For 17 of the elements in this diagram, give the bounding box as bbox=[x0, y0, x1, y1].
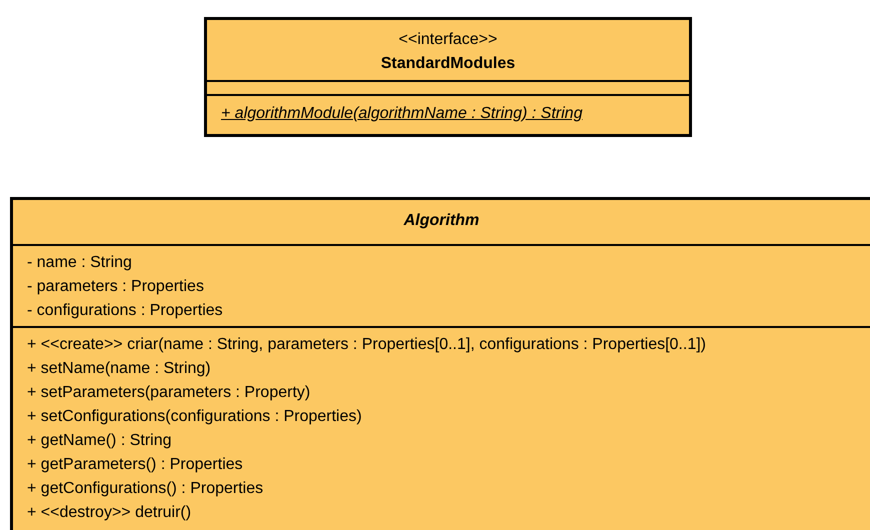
method-text: + setName(name : String) bbox=[27, 360, 211, 377]
attribute-text: - configurations : Properties bbox=[27, 302, 223, 319]
uml-class-box bbox=[10, 197, 870, 530]
stereotype-label: <<interface>> bbox=[398, 31, 498, 48]
method-text: + algorithmModule(algorithmName : String) : String bbox=[221, 105, 582, 122]
method-text: + getName() : String bbox=[27, 432, 172, 449]
attribute-text: - parameters : Properties bbox=[27, 278, 204, 295]
method-text: + getParameters() : Properties bbox=[27, 456, 243, 473]
method-text: + setConfigurations(configurations : Properties) bbox=[27, 408, 362, 425]
class-name: StandardModules bbox=[380, 55, 516, 72]
attribute-text: - name : String bbox=[27, 254, 132, 271]
method-text: + <<create>> criar(name : String, parameters : Properties[0..1], configurations : Properties[0..1]) bbox=[27, 336, 706, 353]
method-text: + setParameters(parameters : Property) bbox=[27, 384, 310, 401]
method-text: + <<destroy>> detruir() bbox=[27, 504, 192, 521]
uml-class-box bbox=[204, 17, 692, 137]
class-name: Algorithm bbox=[404, 212, 480, 229]
method-text: + getConfigurations() : Properties bbox=[27, 480, 264, 497]
